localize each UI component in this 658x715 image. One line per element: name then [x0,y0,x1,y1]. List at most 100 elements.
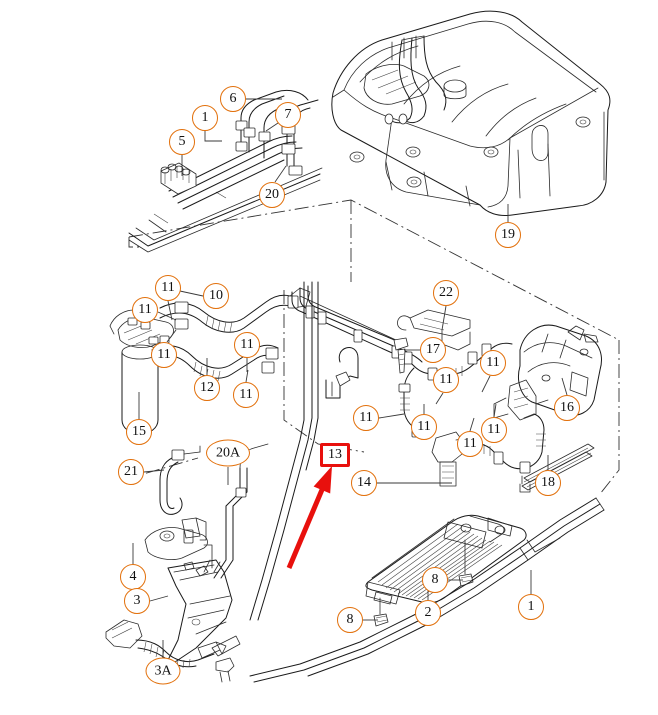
callout-label: 1 [201,110,209,125]
callout-label: 16 [560,400,574,415]
callout-leader [166,329,177,343]
callout-badge-11[interactable]: 11 [151,342,177,368]
callout-label: 5 [178,134,186,149]
callout-badge-4[interactable]: 4 [120,564,146,590]
callout-label: 11 [486,355,500,370]
callout-leader [469,417,475,432]
callout-badge-11[interactable]: 11 [353,405,379,431]
callout-label: 12 [200,380,214,395]
callout-label: 15 [132,424,146,439]
callout-badge-11[interactable]: 11 [457,431,483,457]
arrow-shaft [286,483,327,569]
hose-21 [159,445,201,515]
callout-leader [204,131,222,142]
callout-leader [157,311,177,321]
callout-label: 19 [501,227,515,242]
callout-label: 11 [157,347,171,362]
callout-label: 4 [129,569,137,584]
callout-badge-11[interactable]: 11 [234,332,260,358]
callout-label: 11 [463,436,477,451]
bolt-17 [393,337,409,374]
callout-leader [149,595,169,602]
callout-badge-15[interactable]: 15 [126,419,152,445]
quick-connect-couplings [235,120,303,176]
callout-label: 20A [215,445,241,460]
callout-badge-21[interactable]: 21 [118,459,144,485]
callout-badge-5[interactable]: 5 [169,129,195,155]
mount-nut [458,539,474,587]
line-clip-block [160,162,197,195]
callout-badge-11[interactable]: 11 [411,414,437,440]
callout-label: 11 [138,302,152,317]
callout-label: 7 [284,107,292,122]
callout-badge-19[interactable]: 19 [495,222,521,248]
callout-label: 2 [424,605,432,620]
callout-leader [167,300,173,321]
callout-leader [245,369,249,383]
callout-label: 3A [154,663,172,678]
callout-badge-10[interactable]: 10 [203,283,229,309]
callout-label: 20 [265,187,279,202]
callout-badge-20a[interactable]: 20A [206,439,250,467]
callout-label: 22 [439,285,453,300]
callout-label: 11 [487,422,501,437]
callout-badge-1[interactable]: 1 [518,594,544,620]
hose-10-group [159,287,311,333]
callout-badge-12[interactable]: 12 [194,375,220,401]
callout-badge-20[interactable]: 20 [259,182,285,208]
callout-badge-11[interactable]: 11 [155,275,181,301]
callout-badge-1[interactable]: 1 [192,105,218,131]
highlight-arrow [286,466,332,569]
callout-label: 11 [239,387,253,402]
callout-badge-17[interactable]: 17 [420,337,446,363]
fuel-cooler-group [249,497,605,683]
callout-label: 8 [431,572,439,587]
callout-label: 3 [133,593,141,608]
callout-badge-11[interactable]: 11 [481,417,507,443]
callout-badge-8[interactable]: 8 [337,607,363,633]
callout-badge-11[interactable]: 11 [132,297,158,323]
callout-badge-6[interactable]: 6 [220,86,246,112]
callout-label: 14 [357,475,371,490]
callout-badge-11[interactable]: 11 [433,367,459,393]
callout-label: 8 [346,612,354,627]
callout-label: 11 [359,410,373,425]
callout-label: 11 [240,337,254,352]
callout-badge-18[interactable]: 18 [535,470,561,496]
callout-label: 11 [161,280,175,295]
callout-leader [481,375,491,393]
callout-badge-3[interactable]: 3 [124,588,150,614]
callout-leader [441,305,447,331]
fuel-tank-group [331,10,611,216]
callout-leader [493,403,497,418]
callout-label: 6 [229,91,237,106]
callout-label: 10 [209,288,223,303]
callout-label: 1 [527,599,535,614]
callout-badge-8[interactable]: 8 [422,567,448,593]
underbody-bracket-group [105,445,241,683]
callout-leader [143,469,165,473]
arrow-head [313,466,332,494]
rails-18 [519,443,595,493]
callout-badge-22[interactable]: 22 [433,280,459,306]
callout-label: 13 [328,447,342,462]
callout-badge-11[interactable]: 11 [480,350,506,376]
callout-label: 11 [439,372,453,387]
callout-label: 11 [417,419,431,434]
callout-label: 18 [541,475,555,490]
callout-badge-3a[interactable]: 3A [145,657,181,685]
chain-boundary [122,199,620,495]
callout-leader [378,413,405,419]
callout-badge-13[interactable]: 13 [320,443,350,467]
callout-badge-16[interactable]: 16 [554,395,580,421]
callout-label: 17 [426,342,440,357]
callout-badge-2[interactable]: 2 [415,600,441,626]
callout-badge-14[interactable]: 14 [351,470,377,496]
mount-nut [373,597,389,627]
pump-and-bracket-group [393,309,602,493]
callout-leader [274,165,287,183]
callout-badge-11[interactable]: 11 [233,382,259,408]
callout-badge-7[interactable]: 7 [275,102,301,128]
